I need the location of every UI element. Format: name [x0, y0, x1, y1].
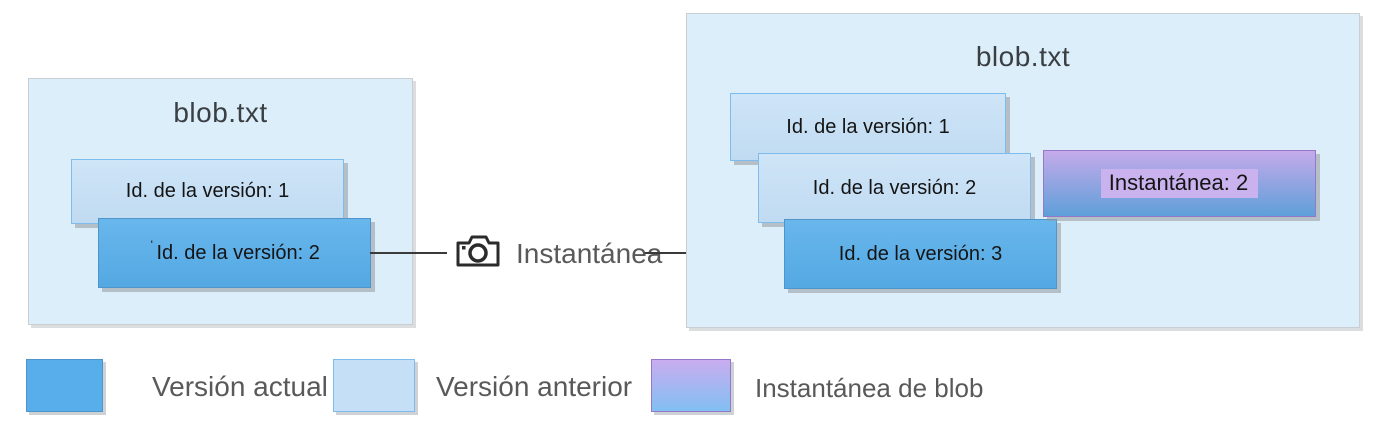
left-blob-container: blob.txt Id. de la versión: 1 ˈ Id. de l…: [28, 78, 413, 325]
legend-label-current-version: Versión actual: [152, 371, 328, 402]
right-blob-title: blob.txt: [975, 41, 1071, 72]
right-blob-container: blob.txt Id. de la versión: 1 Id. de la …: [686, 13, 1360, 328]
left-version-1-box: Id. de la versión: 1: [71, 159, 344, 224]
left-version-2-label: Id. de la versión: 2: [156, 241, 320, 264]
flow-line-left: [370, 252, 447, 254]
camera-icon: [455, 233, 501, 269]
right-version-3-label: Id. de la versión: 3: [838, 242, 1003, 265]
right-version-1-box: Id. de la versión: 1: [730, 93, 1006, 161]
right-version-3-box: Id. de la versión: 3: [784, 219, 1057, 289]
legend-label-previous-version: Versión anterior: [436, 371, 633, 402]
left-version-2-box: ˈ Id. de la versión: 2: [98, 218, 371, 288]
right-version-2-label: Id. de la versión: 2: [812, 176, 977, 199]
text-cursor-artifact: ˈ: [149, 239, 155, 256]
left-blob-title: blob.txt: [173, 97, 268, 128]
legend-swatch-blob-snapshot: [651, 359, 731, 412]
legend-swatch-previous-version: [333, 359, 415, 412]
snapshot-box-label: Instantánea: 2: [1100, 169, 1259, 198]
snapshot-box: Instantánea: 2: [1043, 150, 1316, 217]
right-version-1-label: Id. de la versión: 1: [786, 115, 950, 138]
legend-swatch-current-version: [26, 359, 103, 412]
snapshot-flow-label: Instantánea: [516, 238, 663, 269]
left-version-1-label: Id. de la versión: 1: [125, 180, 290, 202]
legend-label-blob-snapshot: Instantánea de blob: [755, 373, 984, 403]
right-version-2-box: Id. de la versión: 2: [758, 153, 1031, 223]
